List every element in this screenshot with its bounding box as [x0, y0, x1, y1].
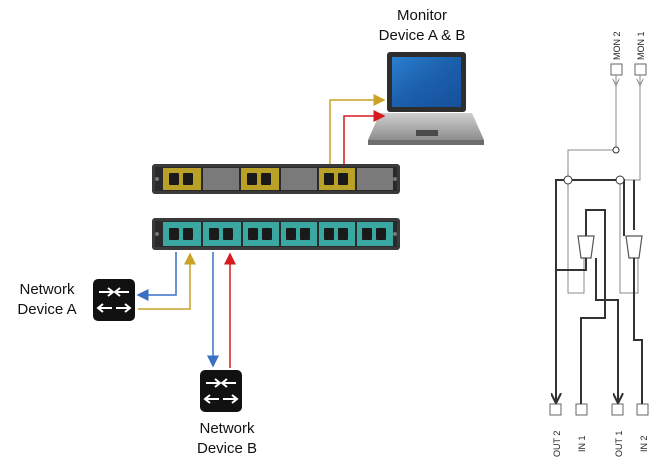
- monitor-label-line1: Monitor: [396, 7, 448, 24]
- network-b-line1: Network: [199, 420, 255, 437]
- port-out2-box: [549, 403, 562, 416]
- network-device-b-label: Network Device B: [172, 419, 282, 459]
- monitor-port-2: [241, 168, 279, 190]
- red-monitor-link: [343, 110, 386, 164]
- tap-panel: [152, 218, 400, 250]
- network-device-a-label: Network Device A: [4, 280, 90, 320]
- port-in2-label: IN 2: [639, 435, 649, 452]
- switch-icon-device-a: [93, 279, 135, 321]
- network-a-line2: Device A: [17, 301, 77, 318]
- monitor-panel: [152, 164, 400, 194]
- blue-link-device-a: [136, 252, 177, 301]
- splitter-1: [577, 235, 595, 259]
- port-in1-box: [575, 403, 588, 416]
- switch-icon-device-b: [200, 370, 242, 412]
- port-out2-label: OUT 2: [552, 431, 562, 457]
- port-mon2-box: [610, 63, 623, 76]
- port-out1-box: [611, 403, 624, 416]
- laptop-icon: [368, 52, 484, 145]
- port-mon1-label: MON 1: [636, 31, 646, 60]
- gold-link-device-a: [138, 252, 196, 310]
- monitor-port-1: [163, 168, 201, 190]
- network-a-line1: Network: [19, 281, 75, 298]
- monitor-label-line2: Device A & B: [378, 27, 466, 44]
- tap-schematic: MON 2 MON 1 OUT 2 IN 1 OUT 1 IN 2: [549, 31, 649, 457]
- network-b-line2: Device B: [196, 440, 258, 457]
- splitter-2: [625, 235, 643, 259]
- port-mon2-label: MON 2: [612, 31, 622, 60]
- port-in2-box: [636, 403, 649, 416]
- port-out1-label: OUT 1: [614, 431, 624, 457]
- port-in1-label: IN 1: [577, 435, 587, 452]
- monitor-device-label: Monitor Device A & B: [352, 6, 492, 46]
- gold-monitor-link: [329, 94, 386, 164]
- port-mon1-box: [634, 63, 647, 76]
